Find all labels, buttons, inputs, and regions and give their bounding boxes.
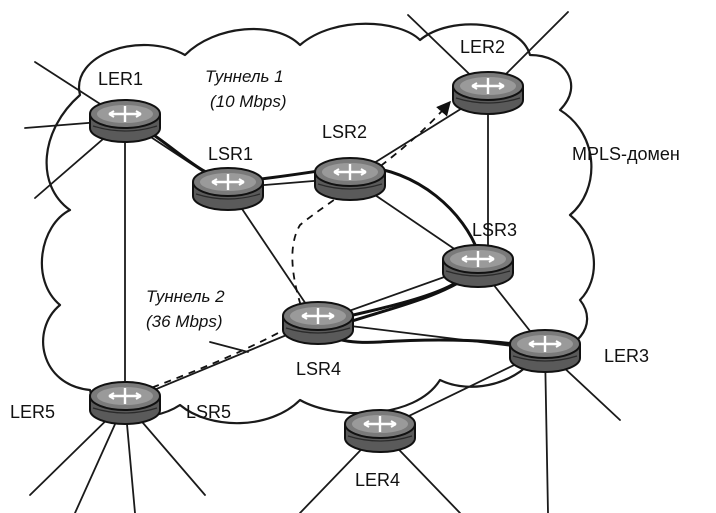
tunnel-2-path [139,100,451,393]
router-ler4 [343,408,417,454]
router-lsr1 [191,166,265,212]
router-lsr3 [441,243,515,289]
label-lsr4: LSR4 [296,359,341,379]
router-ler1 [88,98,162,144]
label-ler4: LER4 [355,470,400,490]
router-ler3 [508,328,582,374]
label-ler5: LER5 [10,402,55,422]
tunnel-2-name: Туннель 2 [146,287,225,306]
router-ler2 [451,70,525,116]
tunnel-2-bandwidth: (36 Mbps) [146,312,223,331]
router-ler5 [88,380,162,426]
router-lsr4 [281,300,355,346]
tunnel-1-name: Туннель 1 [205,67,284,86]
label-lsr3: LSR3 [472,220,517,240]
label-lsr1: LSR1 [208,144,253,164]
label-lsr2: LSR2 [322,122,367,142]
label-ler1: LER1 [98,69,143,89]
label-ler3: LER3 [604,346,649,366]
label-ler2: LER2 [460,37,505,57]
label-lsr5: LSR5 [186,402,231,422]
mpls-domain-label: MPLS-домен [572,144,680,164]
tunnel-1-bandwidth: (10 Mbps) [210,92,287,111]
router-lsr2 [313,156,387,202]
